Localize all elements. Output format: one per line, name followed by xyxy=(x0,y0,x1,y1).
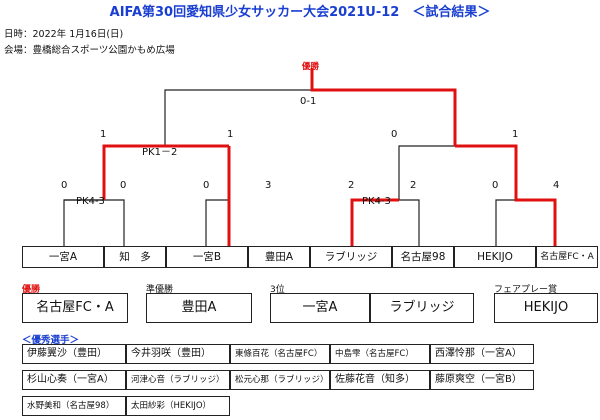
qf4-left-line xyxy=(495,199,516,246)
runner-up-label: 準優勝 xyxy=(146,285,174,295)
champion-mark: 優勝 xyxy=(302,62,320,72)
semi2-left-line xyxy=(398,145,455,200)
third-label: 3位 xyxy=(270,285,285,295)
semi-score: 1 xyxy=(227,129,234,140)
mvp-player: 河津心音（ラブリッジ） xyxy=(126,370,230,390)
mvp-player: 松元心那（ラブリッジ） xyxy=(230,370,330,390)
team-box: HEKIJO xyxy=(454,246,536,268)
team-box: 一宮A xyxy=(22,246,104,268)
qf2-left-line xyxy=(205,199,229,246)
third-box: ラブリッジ xyxy=(370,293,474,323)
qf-score: 0 xyxy=(203,180,210,191)
team-box: 知 多 xyxy=(104,246,166,268)
qf-score: 2 xyxy=(348,180,355,191)
champion-box: 名古屋FC・A xyxy=(22,293,128,323)
mvp-player: 中島雫（名古屋FC） xyxy=(330,344,430,364)
final-score: 0-1 xyxy=(300,96,317,107)
team-box: 豊田A xyxy=(248,246,310,268)
mvp-player: 水野美和（名古屋98） xyxy=(22,396,126,416)
qf-score: 0 xyxy=(120,180,127,191)
team-box: ラブリッジ xyxy=(310,246,392,268)
semi-score: 0 xyxy=(391,129,398,140)
match-venue: 会場：豊橋総合スポーツ公園かもめ広場 xyxy=(4,45,175,56)
mvp-player: 東條百花（名古屋FC） xyxy=(230,344,330,364)
mvp-player: 杉山心奏（一宮A） xyxy=(22,370,126,390)
mvp-title: ＜優秀選手＞ xyxy=(22,335,80,346)
qf-score: 2 xyxy=(410,180,417,191)
fairplay-label: フェアプレー賞 xyxy=(494,285,558,295)
match-date: 日時：2022年 1月16日(日) xyxy=(4,29,124,40)
team-box: 一宮B xyxy=(166,246,248,268)
semi1-winner-line xyxy=(102,144,229,200)
final-left-line xyxy=(164,89,312,146)
qf3-winner-line xyxy=(350,198,399,246)
qf-pk-left: PK4-3 xyxy=(76,196,105,207)
qf-score: 0 xyxy=(492,180,499,191)
page-title: AIFA第30回愛知県少女サッカー大会2021U-12 ＜試合結果＞ xyxy=(109,5,491,20)
mvp-player: 太田紗彩（HEKIJO） xyxy=(126,396,230,416)
semi-pk: PK1－2 xyxy=(142,147,178,158)
qf3-right-line xyxy=(399,199,420,246)
mvp-player: 西澤怜那（一宮A） xyxy=(430,344,534,364)
qf-score: 3 xyxy=(265,180,272,191)
qf-score: 0 xyxy=(61,180,68,191)
third-box: 一宮A xyxy=(270,293,370,323)
mvp-player: 藤原爽空（一宮B） xyxy=(430,370,534,390)
champion-label: 優勝 xyxy=(22,285,41,295)
semi-score: 1 xyxy=(100,129,107,140)
final-winner-line xyxy=(310,68,457,146)
runner-up-box: 豊田A xyxy=(146,293,252,323)
semi-score: 1 xyxy=(512,129,519,140)
qf-score: 4 xyxy=(553,180,560,191)
mvp-player: 今井羽咲（豊田） xyxy=(126,344,230,364)
mvp-player: 佐藤花音（知多） xyxy=(330,370,430,390)
fairplay-box: HEKIJO xyxy=(494,293,598,323)
team-box: 名古屋98 xyxy=(392,246,454,268)
team-box: 名古屋FC・A xyxy=(536,246,598,268)
mvp-player: 伊藤翼沙（豊田） xyxy=(22,344,126,364)
qf-pk-right: PK4-3 xyxy=(362,196,391,207)
right-winner-line xyxy=(455,144,557,246)
